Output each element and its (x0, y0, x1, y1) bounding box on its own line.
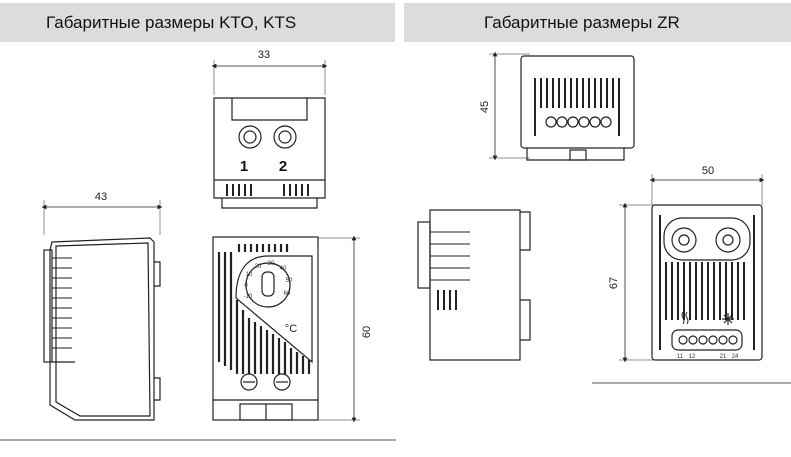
zr-front-view (619, 174, 765, 363)
dial-scale-60: 60 (284, 291, 291, 297)
title-kto-kts: Габаритные размеры KTO, KTS (46, 13, 297, 32)
dial-scale-30: 30 (268, 261, 275, 267)
zr-dim-front-height: 67 (608, 277, 620, 289)
snowflake-icon (722, 313, 734, 325)
kto-front-view (212, 235, 360, 423)
dial-scale-20: 20 (255, 264, 262, 270)
dim-top-width: 33 (258, 49, 270, 61)
zr-dim-front-width: 50 (702, 165, 714, 177)
zr-terminal-24: 24 (732, 354, 739, 360)
zr-terminal-21: 21 (720, 354, 727, 360)
zr-top-view (489, 51, 635, 161)
terminal-1-label: 1 (240, 158, 248, 175)
terminal-2-label: 2 (279, 158, 287, 175)
unit-label: °C (285, 323, 297, 335)
dim-front-height: 60 (361, 326, 373, 338)
dial-scale-40: 40 (280, 266, 287, 272)
dial-scale-10: 10 (246, 272, 253, 278)
zr-dim-top-height: 45 (479, 101, 491, 113)
header-bar-zr: Габаритные размеры ZR (404, 3, 791, 42)
header-bar-kto-kts: Габаритные размеры KTO, KTS (0, 3, 395, 42)
zr-terminal-12: 12 (689, 354, 696, 360)
dial-scale-50: 50 (286, 278, 293, 284)
zr-side-view (417, 209, 531, 361)
dim-side-width: 43 (95, 191, 107, 203)
heater-icon (681, 311, 689, 325)
zr-terminal-11: 11 (677, 354, 684, 360)
kto-side-view (41, 200, 163, 421)
dial-scale-0: 0 (244, 283, 248, 289)
title-zr: Габаритные размеры ZR (484, 13, 680, 32)
kto-top-view (211, 60, 328, 209)
dial-scale-minus10: -10 (244, 294, 253, 300)
